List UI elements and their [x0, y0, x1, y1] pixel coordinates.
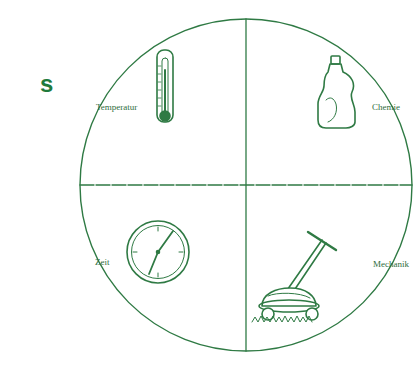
- quadrant-label: Mechanik: [373, 260, 409, 269]
- quadrant-label: Zeit: [95, 258, 110, 267]
- title-fragment: s: [40, 72, 53, 96]
- quadrant-label: Chemie: [372, 103, 400, 112]
- quadrant-label: Temperatur: [96, 103, 137, 112]
